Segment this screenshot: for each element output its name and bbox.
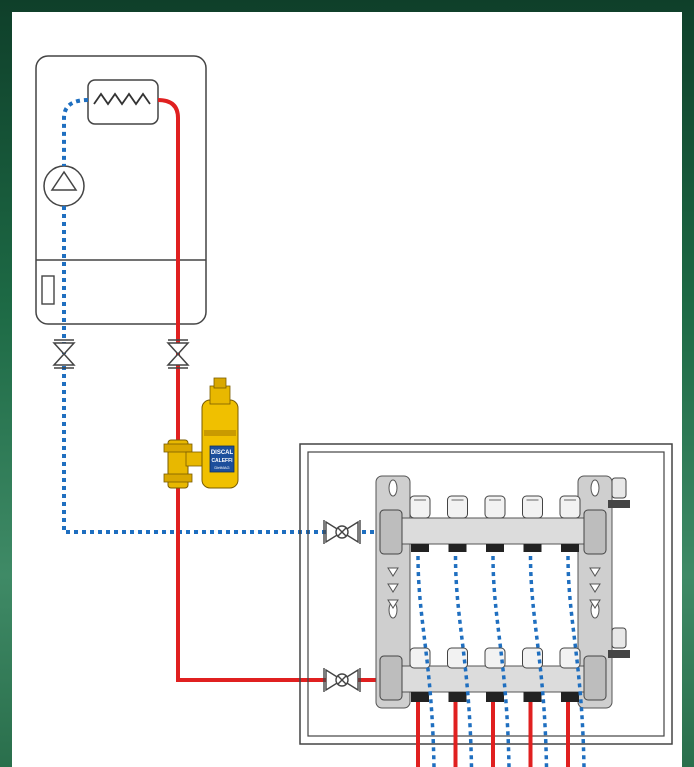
bracket-arrow xyxy=(387,583,399,593)
supply-pipe xyxy=(157,98,388,682)
pump-icon xyxy=(43,165,85,207)
return-port-cap xyxy=(409,495,431,519)
valve-supply-manifold-icon xyxy=(323,668,361,692)
flow-port-cap xyxy=(484,647,506,669)
circuit-return-line xyxy=(453,555,474,767)
flow-port-cap xyxy=(522,647,543,669)
circuit-return-line xyxy=(528,555,549,767)
filter-label-mid: CALEFFI xyxy=(211,458,233,464)
valve-return-boiler-icon xyxy=(52,339,76,369)
flow-port-outlet xyxy=(411,692,429,702)
manifold-cabinet xyxy=(299,443,673,745)
valve-return-manifold-icon xyxy=(323,520,361,544)
filter-label-bottom: DirtMAG xyxy=(214,465,229,470)
return-port-outlet xyxy=(561,544,579,552)
diagram-canvas: DISCAL CALEFFI DirtMAG xyxy=(12,12,682,767)
return-port-cap xyxy=(447,495,468,519)
filter-label-top: DISCAL xyxy=(211,450,234,456)
return-port-cap xyxy=(484,495,506,519)
underfloor-circuits xyxy=(416,555,586,767)
return-pipe xyxy=(62,98,380,534)
return-port-outlet xyxy=(411,544,429,552)
bracket-arrow xyxy=(387,599,399,609)
bracket-slot xyxy=(388,479,398,497)
flow-port-outlet xyxy=(523,692,542,702)
magnetic-filter-icon: DISCAL CALEFFI DirtMAG xyxy=(163,377,239,489)
boiler-unit xyxy=(35,55,207,325)
circuit-return-line xyxy=(491,555,511,767)
bracket-slot xyxy=(590,479,600,497)
circuit-return-line xyxy=(566,555,586,767)
return-port-cap xyxy=(522,495,543,519)
valve-supply-boiler-icon xyxy=(166,339,190,369)
flow-port-outlet xyxy=(486,692,504,702)
return-port-cap xyxy=(559,495,581,519)
heat-exchanger-icon xyxy=(87,79,159,125)
manifold-icon xyxy=(375,475,630,709)
return-port-outlet xyxy=(523,544,542,552)
flow-port-outlet xyxy=(448,692,467,702)
boiler-display-icon xyxy=(41,275,55,305)
circuit-return-line xyxy=(416,555,436,767)
return-port-outlet xyxy=(448,544,467,552)
heating-schematic: DISCAL CALEFFI DirtMAG xyxy=(35,55,673,767)
flow-port-cap xyxy=(447,647,468,669)
bracket-arrow xyxy=(589,583,601,593)
return-port-outlet xyxy=(486,544,504,552)
bracket-arrow xyxy=(589,599,601,609)
bracket-arrow xyxy=(589,567,601,577)
bracket-arrow xyxy=(387,567,399,577)
flow-port-cap xyxy=(559,647,581,669)
flow-port-cap xyxy=(409,647,431,669)
flow-port-outlet xyxy=(561,692,579,702)
